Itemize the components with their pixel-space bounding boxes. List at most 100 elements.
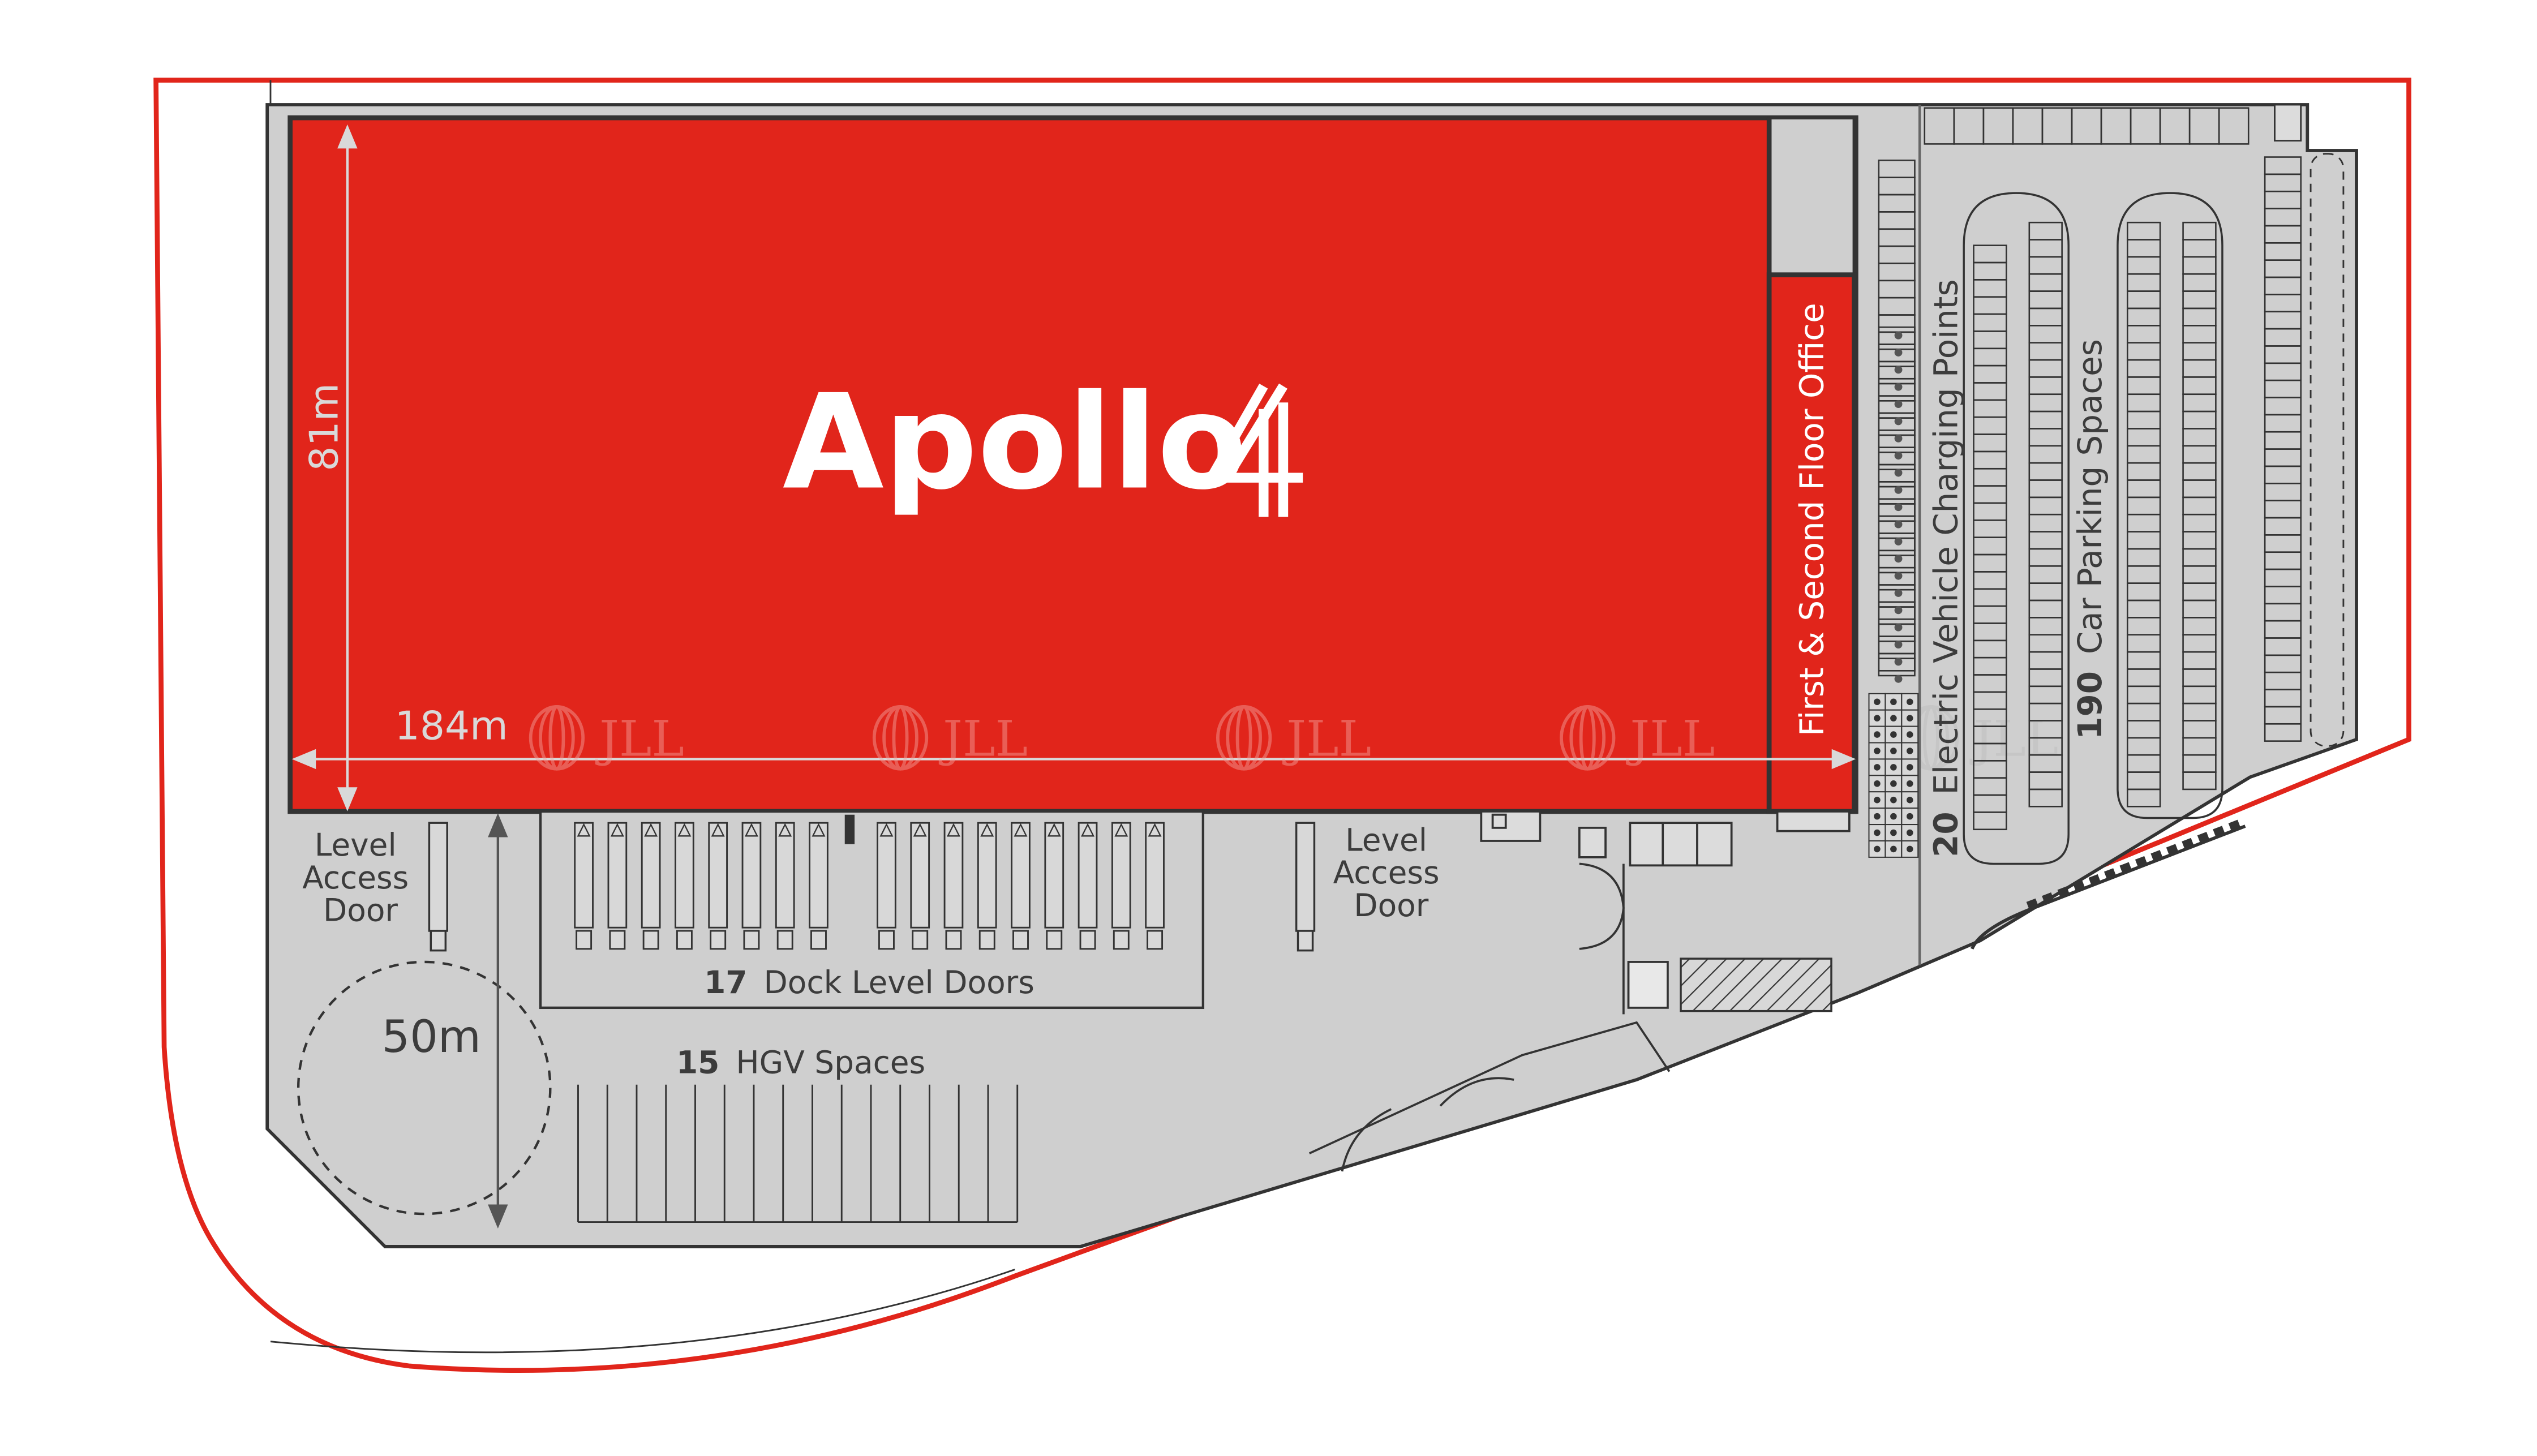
ancillary-structures xyxy=(1480,810,1851,867)
ev-charger-icon xyxy=(1894,572,1903,580)
road-marking xyxy=(2135,856,2148,867)
svg-text:JLL: JLL xyxy=(595,711,684,768)
jll-watermark: JLL xyxy=(529,705,684,771)
dock-door xyxy=(741,822,762,950)
jll-rings-icon xyxy=(1216,705,1272,771)
level-access-left-label: Level Access Door xyxy=(302,827,418,929)
ev-charger-icon xyxy=(1894,469,1903,477)
jll-rings-icon xyxy=(1560,705,1616,771)
turning-circle xyxy=(297,960,552,1216)
ev-charger-icon xyxy=(1894,641,1903,648)
yard-dimension xyxy=(488,813,508,1229)
car-bay xyxy=(1878,652,1916,672)
road-markings xyxy=(2026,819,2241,910)
ev-charger-icon xyxy=(1874,845,1881,853)
ev-charger-icon xyxy=(1906,829,1913,836)
ev-charger-icon xyxy=(1906,731,1913,738)
access-gates xyxy=(1308,862,1671,1172)
dock-label: 17 Dock Level Doors xyxy=(704,964,1034,1000)
road-marking xyxy=(2182,837,2194,849)
car-bay xyxy=(2028,788,2063,808)
road-marking xyxy=(2119,862,2132,874)
dock-door xyxy=(607,822,628,950)
ev-charger-icon xyxy=(1894,349,1903,357)
dock-door xyxy=(977,822,997,950)
ev-charger-icon xyxy=(1894,623,1903,632)
dock-door xyxy=(1044,822,1064,950)
ev-charger-icon xyxy=(1894,658,1903,666)
ev-bay xyxy=(1884,840,1903,858)
road-marking xyxy=(2026,898,2039,910)
dock-door xyxy=(877,822,896,950)
car-parking-label: 190 Car Parking Spaces xyxy=(2071,339,2109,740)
road-marking xyxy=(2104,868,2117,879)
jll-watermark: JLL xyxy=(872,705,1028,771)
dashed-bays xyxy=(2310,153,2345,747)
dock-door xyxy=(574,822,594,950)
ev-charger-icon xyxy=(1894,383,1903,391)
dock-doors xyxy=(574,822,1165,950)
dock-door xyxy=(943,822,964,950)
dock-door xyxy=(1145,822,1165,950)
logo-wordmark: Apollo xyxy=(783,366,1247,519)
office-block xyxy=(1766,272,1857,814)
ev-charger-icon xyxy=(1890,845,1897,853)
dock-door xyxy=(809,822,829,950)
ev-charger-icon xyxy=(1894,417,1903,426)
ev-charger-icon xyxy=(1894,589,1903,597)
ev-charger-icon xyxy=(1906,845,1913,853)
depth-dimension xyxy=(337,124,358,811)
jll-watermarks: JLL JLL JLL JLL JLL xyxy=(529,705,2059,771)
road-marking xyxy=(2073,880,2085,892)
parking-island xyxy=(1963,192,2070,865)
ev-charger-icon xyxy=(1894,555,1903,563)
ev-bay xyxy=(1901,775,1919,793)
ev-charger-icon xyxy=(1894,434,1903,443)
ev-charger-icon xyxy=(1906,780,1913,787)
ev-charger-icon xyxy=(1906,813,1913,820)
ev-charger-icon xyxy=(1890,813,1897,820)
ev-charger-icon xyxy=(1906,764,1913,771)
ev-label: 20 Electric Vehicle Charging Points xyxy=(1927,279,1965,857)
entrance-road xyxy=(1970,819,2246,950)
jll-watermark: JLL xyxy=(1560,705,1715,771)
jll-rings-icon xyxy=(529,705,585,771)
ev-charger-icon xyxy=(1874,764,1881,771)
dock-door xyxy=(910,822,930,950)
ev-charger-icon xyxy=(1894,606,1903,615)
svg-text:JLL: JLL xyxy=(938,711,1028,768)
road-marking xyxy=(2088,874,2101,886)
ev-charger-icon xyxy=(1906,715,1913,721)
svg-text:JLL: JLL xyxy=(1969,711,2059,768)
depth-label: 81m xyxy=(302,383,347,471)
yard-dimension-label: 50m xyxy=(382,1012,481,1063)
ev-charger-icon xyxy=(1890,796,1897,804)
road-marking xyxy=(2166,844,2179,856)
road-marking xyxy=(2057,886,2070,898)
dock-door xyxy=(708,822,728,950)
ev-charger-icon xyxy=(1890,764,1897,771)
ev-charger-icon xyxy=(1874,698,1881,706)
ev-charger-icon xyxy=(1890,731,1897,738)
ev-charger-icon xyxy=(1874,813,1881,820)
ev-charger-icon xyxy=(1894,537,1903,546)
ev-charger-icon xyxy=(1874,748,1881,754)
ev-charger-icon xyxy=(1906,748,1913,754)
width-dimension xyxy=(291,749,1856,770)
ev-charger-icon xyxy=(1874,780,1881,787)
dock-door xyxy=(1011,822,1031,950)
dock-door xyxy=(675,822,694,950)
ev-charger-icon xyxy=(1890,748,1897,754)
apollo-4-logo: Apollo xyxy=(783,366,1303,519)
road-marking xyxy=(2042,892,2054,904)
ev-charger-icon xyxy=(1874,796,1881,804)
hgv-label: 15 HGV Spaces xyxy=(676,1045,925,1081)
ev-charger-icon xyxy=(1906,698,1913,706)
hatched-area xyxy=(1680,957,1832,1012)
dock-door xyxy=(641,822,661,950)
ev-charger-icon xyxy=(1894,366,1903,374)
ev-charger-icon xyxy=(1890,829,1897,836)
car-bay xyxy=(2264,723,2302,742)
ev-charger-icon xyxy=(1894,452,1903,460)
